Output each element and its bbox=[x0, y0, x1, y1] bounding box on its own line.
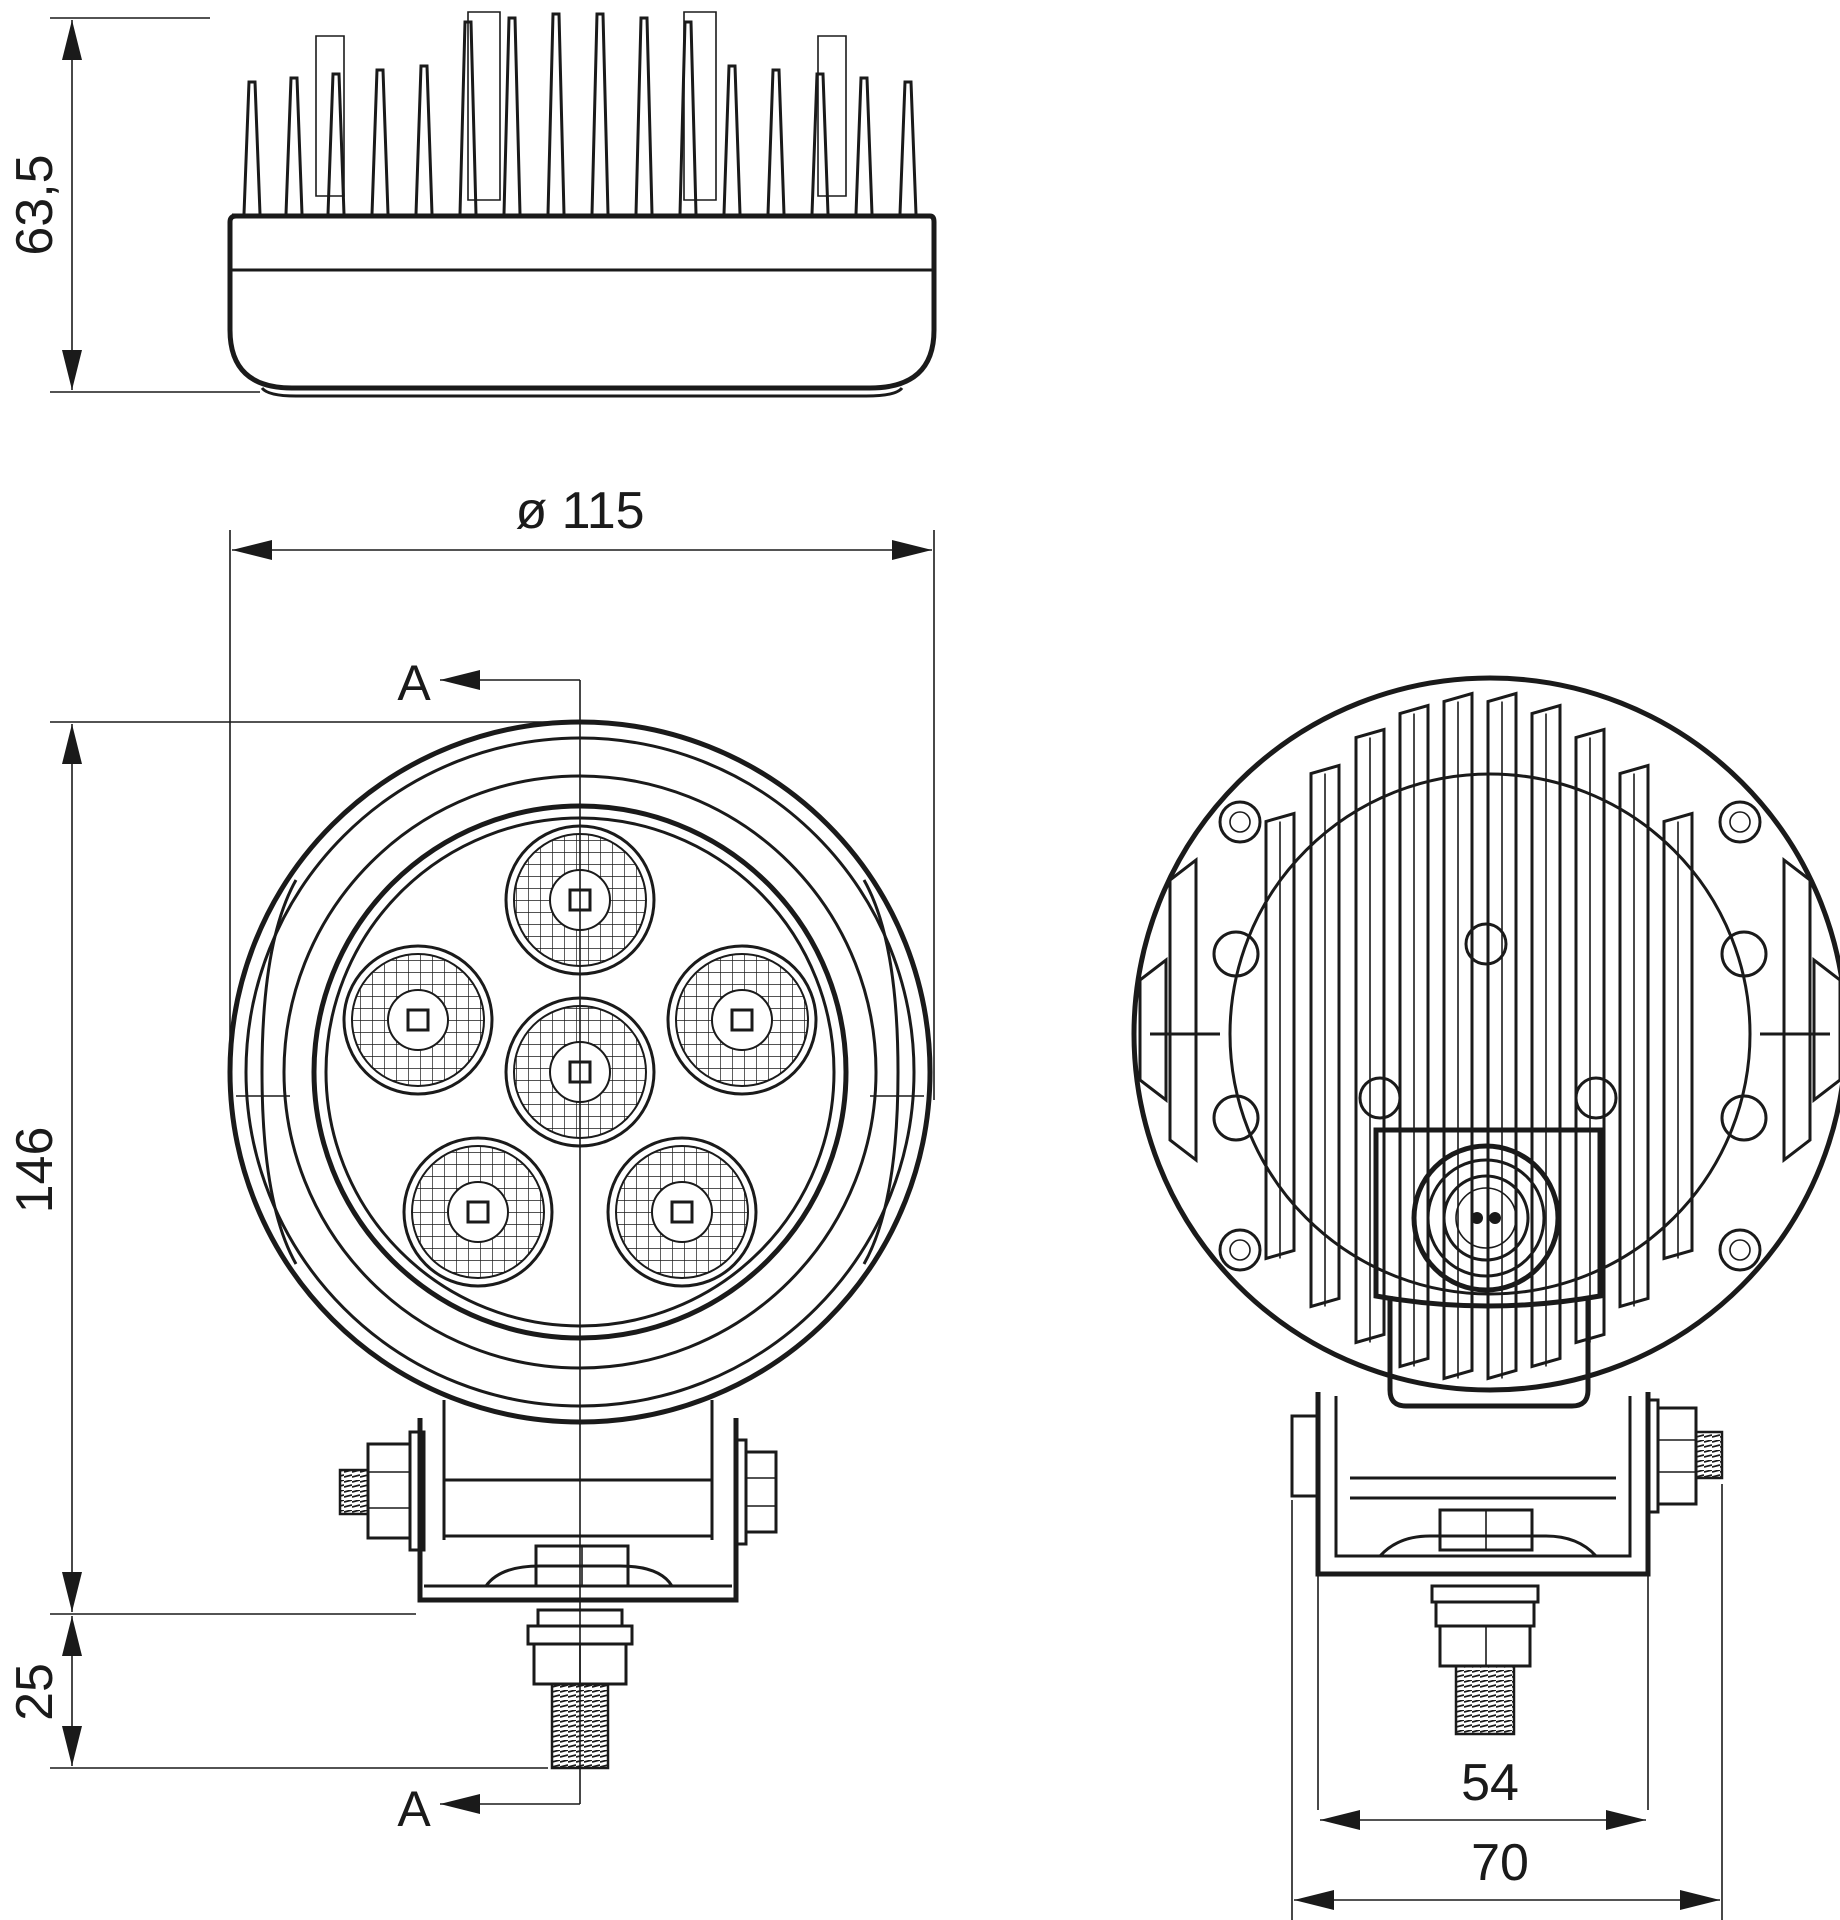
side-view: 63,5 bbox=[6, 11, 937, 398]
rear-fin bbox=[1530, 703, 1562, 1369]
rear-fin bbox=[1264, 811, 1296, 1261]
rear-fin bbox=[1574, 727, 1606, 1345]
rear-fin bbox=[1486, 691, 1518, 1381]
led-6 bbox=[606, 1136, 758, 1288]
fin bbox=[326, 72, 346, 215]
fin bbox=[502, 16, 522, 215]
rear-fin bbox=[1618, 763, 1650, 1309]
fin bbox=[242, 80, 262, 215]
rear-fin bbox=[1309, 763, 1341, 1309]
fin bbox=[414, 64, 434, 215]
front-bracket bbox=[338, 1400, 778, 1770]
screw-holes bbox=[1212, 800, 1768, 1272]
fin bbox=[766, 68, 786, 215]
rear-view: 54 70 bbox=[1131, 675, 1840, 1920]
fin bbox=[678, 20, 698, 215]
fin bbox=[810, 72, 830, 215]
section-label-bottom: A bbox=[397, 1781, 431, 1837]
dim-height-total: 146 bbox=[6, 1127, 64, 1214]
fin bbox=[722, 64, 742, 215]
fin-post bbox=[683, 11, 717, 201]
dim-depth: 63,5 bbox=[6, 154, 64, 255]
fin bbox=[546, 12, 566, 215]
rear-fin bbox=[1662, 811, 1694, 1261]
section-label-top: A bbox=[397, 655, 431, 711]
dim-bracket-outer: 70 bbox=[1471, 1834, 1529, 1892]
led-3 bbox=[666, 944, 818, 1096]
fin-post bbox=[315, 35, 345, 197]
fin bbox=[634, 16, 654, 215]
rear-fin bbox=[1354, 727, 1386, 1345]
rear-cooling-fins bbox=[1264, 691, 1694, 1381]
rear-fin bbox=[1398, 703, 1430, 1369]
fin-post bbox=[467, 11, 501, 201]
dim-bracket-inner: 54 bbox=[1461, 1754, 1519, 1812]
cooling-fins bbox=[242, 11, 918, 215]
fin bbox=[898, 80, 918, 215]
fin bbox=[284, 76, 304, 215]
led-5 bbox=[402, 1136, 554, 1288]
fin-post bbox=[817, 35, 847, 197]
fin bbox=[370, 68, 390, 215]
dim-diameter: ø 115 bbox=[515, 482, 644, 540]
led-2 bbox=[342, 944, 494, 1096]
fin bbox=[854, 76, 874, 215]
dim-bracket-offset: 25 bbox=[6, 1663, 64, 1721]
fin bbox=[590, 12, 610, 215]
rear-fin bbox=[1442, 691, 1474, 1381]
front-view: ø 115 bbox=[6, 482, 935, 1837]
